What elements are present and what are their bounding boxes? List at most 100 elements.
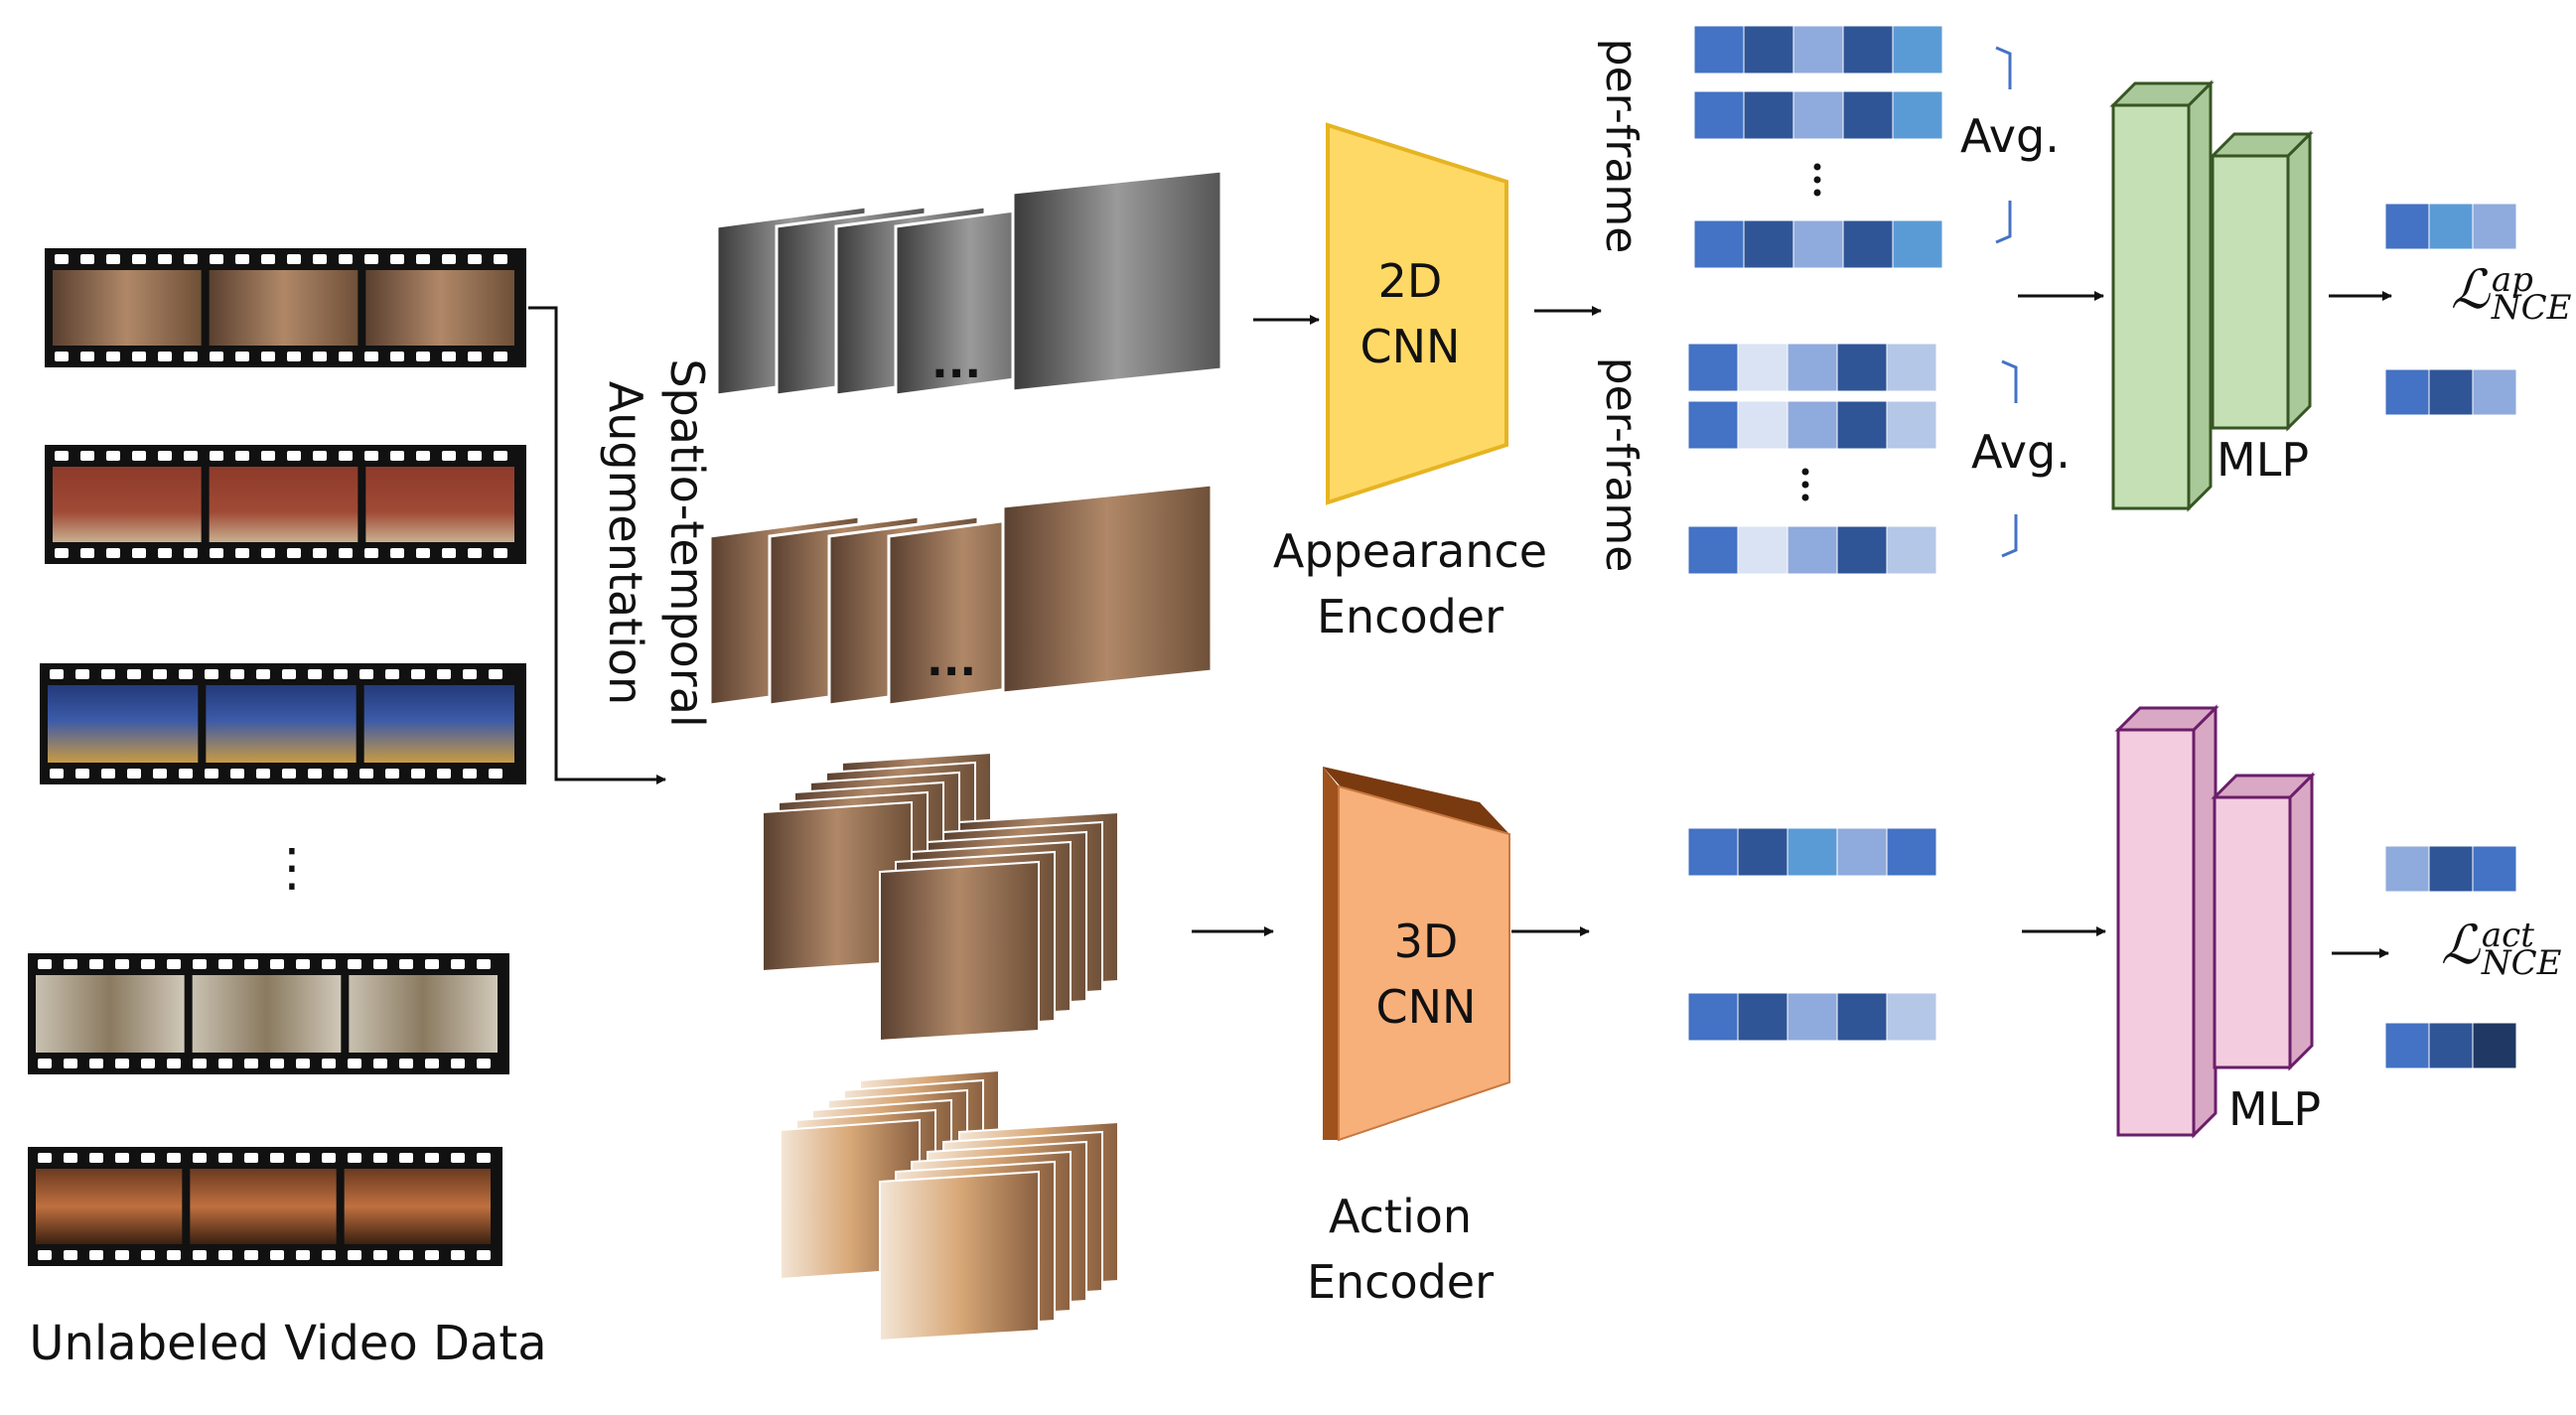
- feature-cell: [2428, 203, 2474, 250]
- sprocket-hole: [313, 352, 327, 361]
- sprocket-hole: [64, 1153, 77, 1163]
- sprocket-hole: [270, 1153, 284, 1163]
- film-frame: [48, 685, 199, 763]
- cnn2d-label-line1: 2D: [1377, 254, 1443, 308]
- sprocket-hole: [296, 1250, 310, 1260]
- sprocket-hole: [115, 1153, 129, 1163]
- action-projection-1: [2384, 845, 2517, 893]
- feature-cell: [1693, 25, 1745, 74]
- sprocket-hole: [132, 451, 146, 461]
- sprocket-hole: [282, 769, 296, 778]
- mlp-side-face: [2288, 772, 2314, 1071]
- sprocket-hole: [256, 769, 270, 778]
- feature-cell: [1737, 992, 1789, 1042]
- left-ellipsis: ⋮: [266, 838, 318, 898]
- appearance-vector-2: [1693, 90, 1943, 140]
- sprocket-hole: [38, 1250, 52, 1260]
- sprocket-hole: [287, 548, 301, 558]
- sprocket-hole: [55, 548, 69, 558]
- video-data-caption: Unlabeled Video Data: [29, 1316, 547, 1371]
- sprocket-hole: [425, 959, 439, 969]
- film-strip-shaving: [45, 248, 526, 367]
- feature-cell: [1836, 992, 1888, 1042]
- sprocket-hole: [390, 548, 404, 558]
- sprocket-hole: [210, 451, 223, 461]
- sprocket-hole: [477, 1059, 491, 1068]
- cnn3d-label-line1: 3D: [1393, 915, 1459, 968]
- augmented-frames: [708, 169, 1223, 1343]
- sprocket-hole: [80, 352, 94, 361]
- feature-cell: [1737, 827, 1789, 877]
- sprocket-hole: [153, 669, 167, 679]
- avg-bracket-2: [2001, 359, 2018, 558]
- sprocket-hole: [261, 352, 275, 361]
- sprocket-hole: [385, 669, 399, 679]
- sprocket-hole: [218, 959, 232, 969]
- sprocket-hole: [244, 1250, 258, 1260]
- action-projection-2: [2384, 1022, 2517, 1069]
- sprocket-hole: [167, 1250, 181, 1260]
- sprocket-hole: [115, 1250, 129, 1260]
- sprocket-hole: [385, 769, 399, 778]
- sprocket-hole: [230, 769, 244, 778]
- sprocket-hole: [339, 451, 353, 461]
- film-frame: [36, 1169, 183, 1244]
- sprocket-hole: [184, 352, 198, 361]
- feature-cell: [1836, 343, 1888, 392]
- mlp-front-face: [2213, 795, 2292, 1069]
- 3d-cnn-side-face: [1323, 767, 1339, 1140]
- per-frame-label-2: per-frame: [1596, 356, 1646, 573]
- sprocket-hole: [184, 254, 198, 264]
- sprocket-hole: [477, 959, 491, 969]
- action-vector-1: [1687, 827, 1937, 877]
- feature-cell: [1842, 90, 1894, 140]
- feature-cell: [1842, 25, 1894, 74]
- action-mlp-layer-1: [2114, 704, 2219, 1139]
- sprocket-hole: [184, 548, 198, 558]
- sprocket-hole: [167, 1153, 181, 1163]
- loss-action-sup: act: [2481, 916, 2534, 955]
- frame-slice: [1001, 483, 1214, 695]
- cnn3d-label-line2: CNN: [1375, 980, 1477, 1034]
- sprocket-hole: [38, 959, 52, 969]
- color-frame-stack: [708, 514, 1040, 707]
- frame-slice: [879, 1170, 1040, 1343]
- sprocket-hole: [158, 548, 172, 558]
- flow-arrows: [528, 291, 2392, 958]
- sprocket-hole: [425, 1250, 439, 1260]
- feature-cell: [1687, 525, 1739, 575]
- sprocket-hole: [373, 1059, 387, 1068]
- sprocket-hole: [193, 959, 207, 969]
- sprocket-hole: [244, 959, 258, 969]
- sprocket-hole: [282, 669, 296, 679]
- sprocket-hole: [218, 1059, 232, 1068]
- sprocket-hole: [218, 1250, 232, 1260]
- sprocket-hole: [205, 769, 218, 778]
- cnn2d-label-line2: CNN: [1360, 320, 1461, 373]
- sprocket-hole: [270, 959, 284, 969]
- film-strip-outdoor: [45, 445, 526, 564]
- sprocket-hole: [141, 1250, 155, 1260]
- sprocket-hole: [106, 352, 120, 361]
- feature-cell: [1886, 400, 1937, 450]
- feature-cell: [2472, 368, 2517, 416]
- sprocket-hole: [270, 1250, 284, 1260]
- sprocket-hole: [261, 451, 275, 461]
- sprocket-hole: [50, 769, 64, 778]
- aug-ellipsis-2: ...: [927, 636, 977, 686]
- sprocket-hole: [75, 669, 89, 679]
- feature-cell: [1687, 827, 1739, 877]
- sprocket-hole: [494, 548, 507, 558]
- sprocket-hole: [313, 548, 327, 558]
- sprocket-hole: [115, 959, 129, 969]
- vertical-dot: [1801, 468, 1809, 476]
- feature-cell: [1886, 827, 1937, 877]
- sprocket-hole: [235, 451, 249, 461]
- sprocket-hole: [416, 352, 430, 361]
- gray-frame-front: [1011, 169, 1223, 393]
- sprocket-hole: [322, 1153, 336, 1163]
- sprocket-hole: [127, 769, 141, 778]
- sprocket-hole: [101, 669, 115, 679]
- sprocket-hole: [80, 451, 94, 461]
